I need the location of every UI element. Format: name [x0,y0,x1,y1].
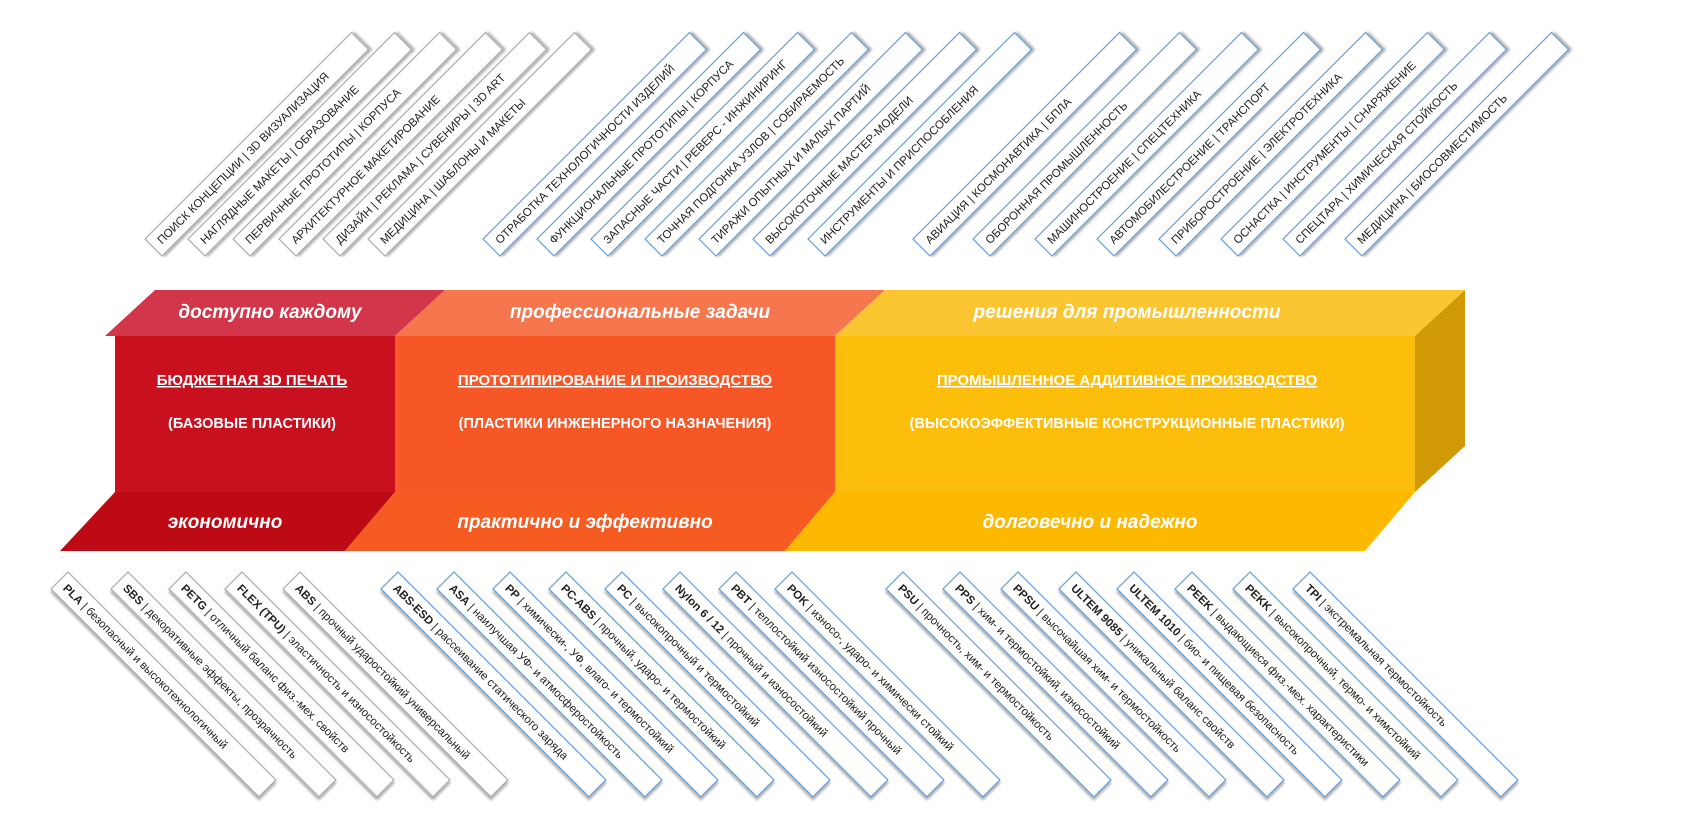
bottom-band-industrial [785,492,1415,551]
material-tag-box [548,571,775,798]
application-tag-box [232,31,458,257]
front-panel-budget [115,336,395,492]
application-tag-box [698,31,924,257]
application-tag-box [144,31,370,257]
application-tag-box [278,31,504,257]
top-band-professional [395,290,885,336]
column-subtitle-budget: (БАЗОВЫЕ ПЛАСТИКИ) [168,416,336,432]
top-band-budget [105,290,445,336]
material-tag-box [168,571,395,798]
block-side-face [1415,290,1465,492]
application-tag-box [187,31,413,257]
bottom-band-label-industrial: долговечно и надежно [982,512,1197,533]
application-tag-box [1344,31,1570,257]
application-tag-box [1096,31,1322,257]
material-tag-box [1058,571,1285,798]
top-band-label-professional: профессиональные задачи [510,302,771,323]
application-tag-box [482,31,708,257]
material-tag-box [1292,571,1519,798]
material-tag-box [110,571,337,798]
application-tag-box [807,31,1033,257]
column-title-budget: БЮДЖЕТНАЯ 3D ПЕЧАТЬ [157,372,348,389]
material-tag-box [436,571,663,798]
material-tag-box [224,571,451,798]
application-tag-box [1034,31,1260,257]
application-tag-box [1220,31,1446,257]
main-block: доступно каждому профессиональные задачи… [60,290,1465,551]
top-band-label-budget: доступно каждому [178,302,363,323]
material-tag: PETG | отличный баланс физ.-мех. свойств [168,571,395,798]
application-tags-group: ПОИСК КОНЦЕПЦИИ | 3D ВИЗУАЛИЗАЦИЯНАГЛЯДН… [144,31,1570,257]
material-tag-box [50,571,277,798]
material-tag-box [492,571,719,798]
bottom-band-label-budget: экономично [168,512,283,533]
material-tag-box [1000,571,1227,798]
top-band-industrial [835,290,1465,336]
front-panel-industrial [835,336,1415,492]
material-tag-box [662,571,889,798]
column-title-professional: ПРОТОТИПИРОВАНИЕ И ПРОИЗВОДСТВО [458,372,772,389]
material-tag-box [718,571,945,798]
application-tag-box [536,31,762,257]
column-subtitle-professional: (ПЛАСТИКИ ИНЖЕНЕРНОГО НАЗНАЧЕНИЯ) [459,416,772,432]
front-panel-professional [395,336,835,492]
material-tag-box [885,571,1112,798]
application-tag-box [972,31,1198,257]
application-tag-box [752,31,978,257]
bottom-band-professional [345,492,835,551]
material-tag-box [774,571,1001,798]
material-tag-box [942,571,1169,798]
application-tag-box [1158,31,1384,257]
material-tag-box [1116,571,1343,798]
application-tag-box [322,31,548,257]
material-tag-box [1232,571,1459,798]
bottom-band-budget [60,492,395,551]
application-tag-box [912,31,1138,257]
material-tag-box [1174,571,1401,798]
column-subtitle-industrial: (ВЫСОКОЭФФЕКТИВНЫЕ КОНСТРУКЦИОННЫЕ ПЛАСТ… [910,416,1345,432]
material-tag-box [380,571,607,798]
column-title-industrial: ПРОМЫШЛЕННОЕ АДДИТИВНОЕ ПРОИЗВОДСТВО [937,372,1318,389]
application-tag-box [1282,31,1508,257]
application-tag-box [644,31,870,257]
application-tag-box [590,31,816,257]
material-tag-box [282,571,509,798]
material-tag-box [604,571,831,798]
application-tag-box [367,31,593,257]
material-tag: TPI | экстремальная термостойкость [1292,571,1519,798]
top-band-label-industrial: решения для промышленности [973,302,1281,323]
material-tags-group: PLA | безопасный и высокотехнологичныйSB… [50,571,1519,798]
bottom-band-label-professional: практично и эффективно [457,512,712,533]
